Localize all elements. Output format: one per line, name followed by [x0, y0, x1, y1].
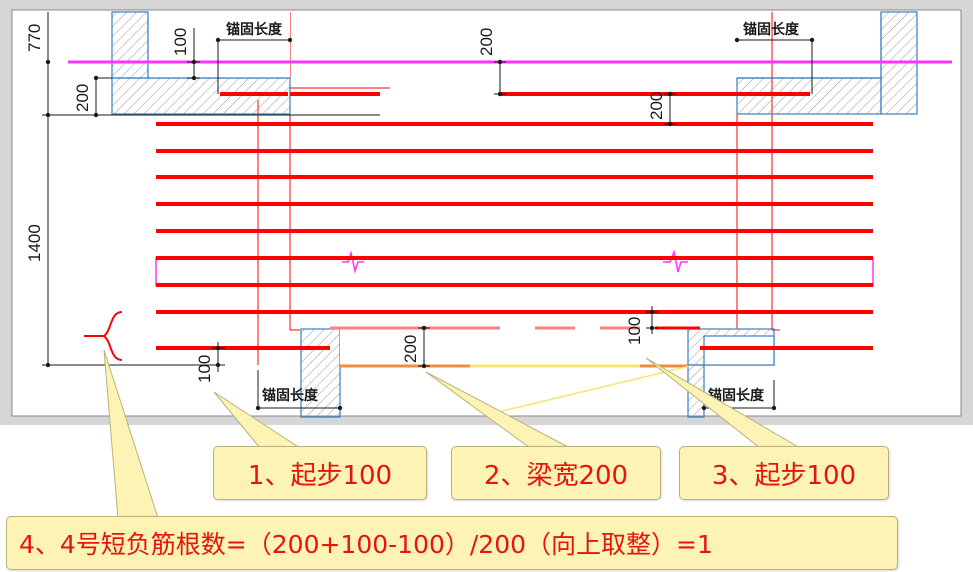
callout-start-100-left: 1、起步100: [213, 446, 427, 500]
dimension-texts: 770 200 1400 100 200 200 100 200 100: [25, 24, 666, 383]
callout-4-text: 4、4号短负筋根数=（200+100-100）/200（向上取整）=1: [19, 530, 713, 559]
dim-770: 770: [25, 24, 44, 52]
callout-rebar-count-formula: 4、4号短负筋根数=（200+100-100）/200（向上取整）=1: [6, 516, 898, 570]
drawing-frame: 770 200 1400 100 200 200 100 200 100 锚固长…: [0, 0, 973, 425]
anchor-length-top-right: 锚固长度: [743, 21, 800, 38]
dim-200-top-mid: 200: [477, 28, 496, 56]
dim-200-left: 200: [73, 84, 92, 112]
cad-drawing: 770 200 1400 100 200 200 100 200 100 锚固长…: [0, 0, 973, 425]
beam-top-left: [111, 11, 291, 115]
callout-2-text: 2、梁宽200: [483, 460, 629, 491]
anchor-length-bottom-left: 锚固长度: [262, 387, 319, 404]
anchor-length-top-left: 锚固长度: [226, 21, 283, 38]
anchor-length-bottom-right: 锚固长度: [708, 387, 765, 404]
callout-1-text: 1、起步100: [247, 460, 393, 491]
dim-1400: 1400: [25, 224, 44, 262]
dim-100-bottom-left: 100: [195, 355, 214, 383]
callout-beam-width: 2、梁宽200: [451, 446, 661, 500]
dim-100-top: 100: [171, 28, 190, 56]
rebar-lines: [156, 92, 873, 350]
callout-3-text: 3、起步100: [711, 460, 857, 491]
dim-100-bottom-right: 100: [625, 317, 644, 345]
dim-200-top-right: 200: [647, 92, 666, 120]
callout-start-100-right: 3、起步100: [679, 446, 889, 500]
dim-200-bottom-mid: 200: [401, 335, 420, 363]
